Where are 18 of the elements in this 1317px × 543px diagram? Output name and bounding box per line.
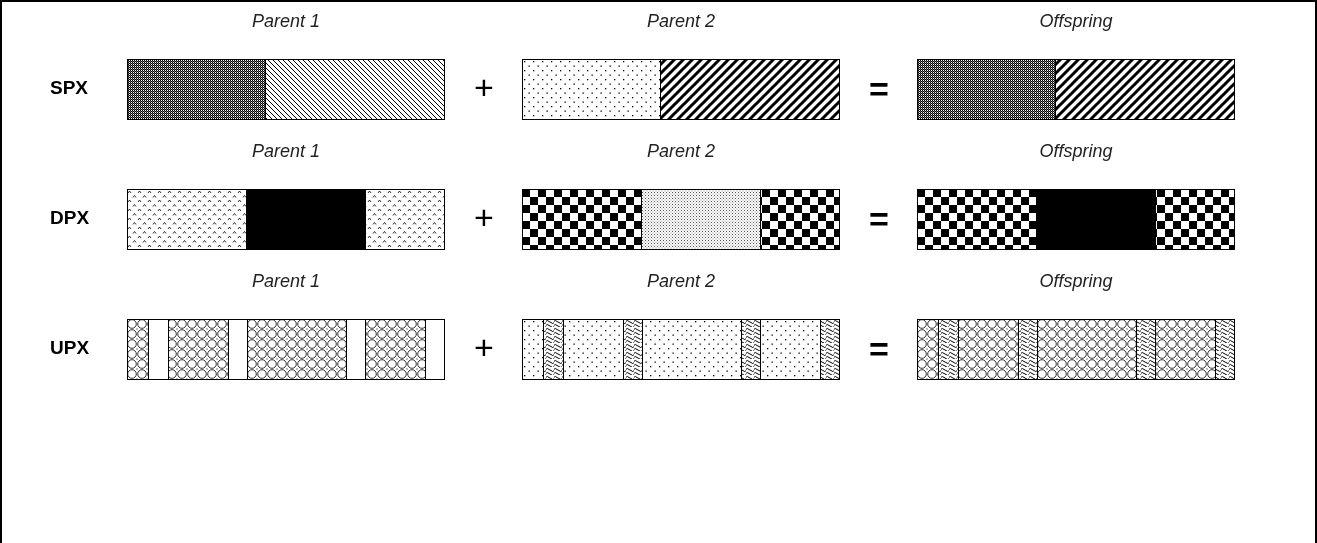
- plus-sign: +: [473, 70, 495, 104]
- method-label: DPX: [50, 207, 90, 229]
- offspring-caption: Offspring: [1038, 271, 1114, 292]
- parent-caption: Parent 2: [645, 11, 716, 32]
- plus-sign: +: [473, 330, 495, 364]
- parent-caption: Parent 1: [250, 271, 321, 292]
- offspring-caption: Offspring: [1038, 141, 1114, 162]
- method-label: UPX: [50, 337, 90, 359]
- plus-sign: +: [473, 200, 495, 234]
- offspring-caption: Offspring: [1038, 11, 1114, 32]
- equals-sign: =: [868, 202, 890, 236]
- parent-caption: Parent 1: [250, 141, 321, 162]
- parent-caption: Parent 1: [250, 11, 321, 32]
- parent-caption: Parent 2: [645, 271, 716, 292]
- equals-sign: =: [868, 72, 890, 106]
- method-label: SPX: [50, 77, 89, 99]
- parent-caption: Parent 2: [645, 141, 716, 162]
- equals-sign: =: [868, 332, 890, 366]
